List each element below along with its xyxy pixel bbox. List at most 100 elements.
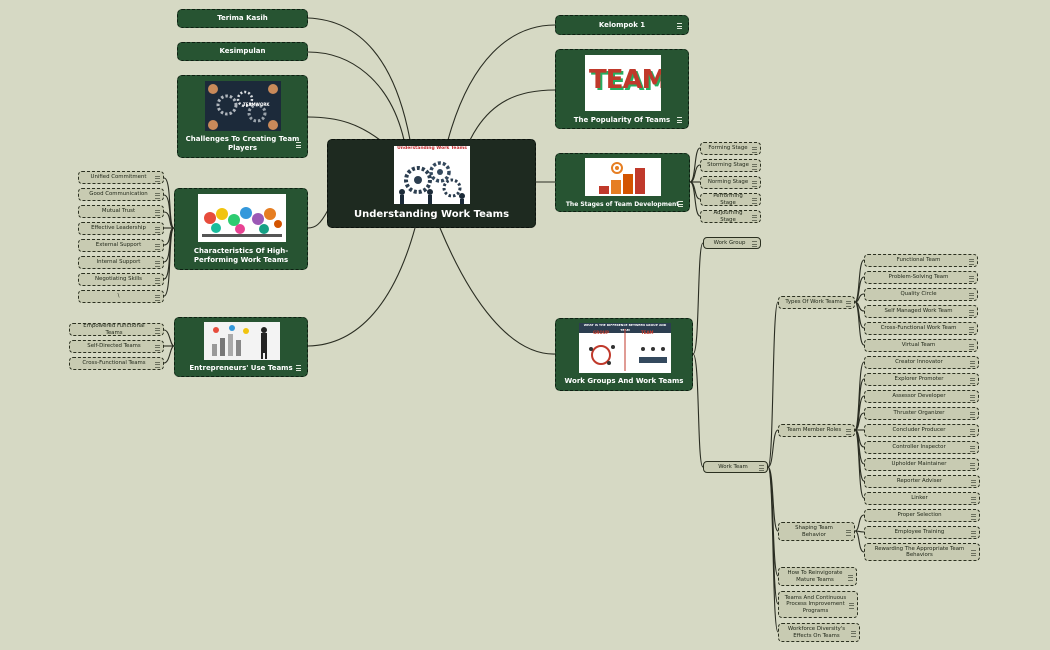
leaf-cross-functional-teams[interactable]: Cross-Functional Teams bbox=[69, 357, 164, 370]
notes-icon[interactable] bbox=[969, 258, 974, 265]
leaf-negotiating-skills[interactable]: Negotiating Skills bbox=[78, 273, 164, 286]
notes-icon[interactable] bbox=[969, 292, 974, 299]
notes-icon[interactable] bbox=[970, 445, 975, 452]
notes-icon[interactable] bbox=[155, 294, 160, 301]
topic-kesimpulan[interactable]: Kesimpulan bbox=[177, 42, 308, 61]
leaf-forming-stage[interactable]: Forming Stage bbox=[700, 142, 761, 155]
notes-icon[interactable] bbox=[970, 462, 975, 469]
notes-icon[interactable] bbox=[846, 428, 851, 435]
notes-icon[interactable] bbox=[155, 344, 160, 351]
leaf-assessor-developer[interactable]: Assessor Developer bbox=[864, 390, 979, 403]
topic-characteristics[interactable]: Characteristics Of High-Performing Work … bbox=[174, 188, 308, 270]
notes-icon[interactable] bbox=[971, 479, 976, 486]
notes-icon[interactable] bbox=[752, 163, 757, 170]
notes-icon[interactable] bbox=[848, 574, 853, 581]
notes-icon[interactable] bbox=[155, 175, 160, 182]
topic-workgroups[interactable]: WHAT IS THE DIFFERENCE BETWEEN GROUP AND… bbox=[555, 318, 693, 391]
leaf-external-support[interactable]: External Support bbox=[78, 239, 164, 252]
notes-icon[interactable] bbox=[969, 275, 974, 282]
leaf-rewarding-behaviors[interactable]: Rewarding The Appropriate Team Behaviors bbox=[864, 543, 980, 561]
notes-icon[interactable] bbox=[971, 513, 976, 520]
leaf-cross-functional-work-team[interactable]: Cross-Functional Work Team bbox=[864, 322, 978, 335]
leaf-continuous-process-improvement[interactable]: Teams And Continuous Process Improvement… bbox=[778, 591, 858, 618]
notes-icon[interactable] bbox=[752, 214, 757, 221]
notes-icon[interactable] bbox=[969, 326, 974, 333]
notes-icon[interactable] bbox=[971, 530, 976, 537]
leaf-good-communication[interactable]: Good Communication bbox=[78, 188, 164, 201]
topic-kelompok[interactable]: Kelompok 1 bbox=[555, 15, 689, 35]
topic-stages[interactable]: The Stages of Team Development bbox=[555, 153, 690, 212]
notes-icon[interactable] bbox=[971, 550, 976, 556]
leaf-shaping-team-behavior[interactable]: Shaping Team Behavior bbox=[778, 522, 855, 541]
leaf-explorer-promoter[interactable]: Explorer Promoter bbox=[864, 373, 979, 386]
notes-icon[interactable] bbox=[970, 360, 975, 367]
leaf-label: How To Reinvigorate Mature Teams bbox=[787, 570, 843, 583]
notes-icon[interactable] bbox=[155, 361, 160, 368]
leaf-types-of-work-teams[interactable]: Types Of Work Teams bbox=[778, 296, 855, 309]
leaf-self-directed-teams[interactable]: Self-Directed Teams bbox=[69, 340, 164, 353]
notes-icon[interactable] bbox=[296, 365, 301, 371]
leaf-creator-innovator[interactable]: Creator Innovator bbox=[864, 356, 979, 369]
topic-terima-kasih[interactable]: Terima Kasih bbox=[177, 9, 308, 28]
notes-icon[interactable] bbox=[155, 243, 160, 250]
leaf-employee-training[interactable]: Employee Training bbox=[864, 526, 980, 539]
leaf-performing-stage[interactable]: Performing Stage bbox=[700, 193, 761, 206]
leaf-storming-stage[interactable]: Storming Stage bbox=[700, 159, 761, 172]
notes-icon[interactable] bbox=[155, 192, 160, 199]
leaf-effective-leadership[interactable]: Effective Leadership bbox=[78, 222, 164, 235]
leaf-internal-support[interactable]: Internal Support bbox=[78, 256, 164, 269]
leaf-thruster-organizer[interactable]: Thruster Organizer bbox=[864, 407, 979, 420]
topic-challenges[interactable]: TEAMWORK Challenges To Creating Team Pla… bbox=[177, 75, 308, 158]
notes-icon[interactable] bbox=[155, 327, 160, 334]
leaf-workforce-diversity[interactable]: Workforce Diversity's Effects On Teams bbox=[778, 623, 860, 642]
leaf-backslash[interactable]: \ bbox=[78, 290, 164, 303]
notes-icon[interactable] bbox=[677, 117, 682, 123]
notes-icon[interactable] bbox=[971, 496, 976, 503]
leaf-virtual-team[interactable]: Virtual Team bbox=[864, 339, 978, 352]
leaf-unified-commitment[interactable]: Unified Commitment bbox=[78, 171, 164, 184]
leaf-problem-solving-team[interactable]: Problem-Solving Team bbox=[864, 271, 978, 284]
notes-icon[interactable] bbox=[851, 630, 856, 637]
leaf-controller-inspector[interactable]: Controller Inspector bbox=[864, 441, 979, 454]
leaf-team-member-roles[interactable]: Team Member Roles bbox=[778, 424, 855, 437]
notes-icon[interactable] bbox=[970, 394, 975, 401]
notes-icon[interactable] bbox=[970, 377, 975, 384]
leaf-upholder-maintainer[interactable]: Upholder Maintainer bbox=[864, 458, 979, 471]
topic-entrepreneurs[interactable]: Entrepreneurs' Use Teams bbox=[174, 317, 308, 377]
notes-icon[interactable] bbox=[296, 142, 301, 148]
leaf-work-team[interactable]: Work Team bbox=[703, 461, 768, 473]
leaf-reinvigorate-mature-teams[interactable]: How To Reinvigorate Mature Teams bbox=[778, 567, 857, 586]
notes-icon[interactable] bbox=[849, 602, 854, 609]
notes-icon[interactable] bbox=[969, 309, 974, 316]
leaf-mutual-trust[interactable]: Mutual Trust bbox=[78, 205, 164, 218]
notes-icon[interactable] bbox=[678, 201, 683, 207]
leaf-adjourning-stage[interactable]: Adjourning Stage bbox=[700, 210, 761, 223]
topic-popularity[interactable]: TEAM The Popularity Of Teams bbox=[555, 49, 689, 129]
leaf-concluder-producer[interactable]: Concluder Producer bbox=[864, 424, 979, 437]
leaf-linker[interactable]: Linker bbox=[864, 492, 980, 505]
leaf-proper-selection[interactable]: Proper Selection bbox=[864, 509, 980, 522]
notes-icon[interactable] bbox=[155, 209, 160, 216]
notes-icon[interactable] bbox=[969, 343, 974, 350]
notes-icon[interactable] bbox=[846, 300, 851, 307]
notes-icon[interactable] bbox=[759, 465, 764, 471]
leaf-norming-stage[interactable]: Norming Stage bbox=[700, 176, 761, 189]
leaf-work-group[interactable]: Work Group bbox=[703, 237, 761, 249]
central-topic[interactable]: Understanding Work Teams Understanding W… bbox=[327, 139, 536, 228]
notes-icon[interactable] bbox=[752, 197, 757, 204]
notes-icon[interactable] bbox=[752, 241, 757, 247]
notes-icon[interactable] bbox=[752, 146, 757, 153]
notes-icon[interactable] bbox=[155, 260, 160, 267]
leaf-quality-circle[interactable]: Quality Circle bbox=[864, 288, 978, 301]
notes-icon[interactable] bbox=[155, 226, 160, 233]
notes-icon[interactable] bbox=[970, 428, 975, 435]
notes-icon[interactable] bbox=[677, 23, 682, 29]
leaf-functional-team[interactable]: Functional Team bbox=[864, 254, 978, 267]
notes-icon[interactable] bbox=[155, 277, 160, 284]
leaf-empowered-functional-teams[interactable]: Empowered Functional Teams bbox=[69, 323, 164, 336]
leaf-self-managed-work-team[interactable]: Self Managed Work Team bbox=[864, 305, 978, 318]
leaf-reporter-adviser[interactable]: Reporter Adviser bbox=[864, 475, 980, 488]
notes-icon[interactable] bbox=[970, 411, 975, 418]
notes-icon[interactable] bbox=[752, 180, 757, 187]
notes-icon[interactable] bbox=[846, 529, 851, 536]
